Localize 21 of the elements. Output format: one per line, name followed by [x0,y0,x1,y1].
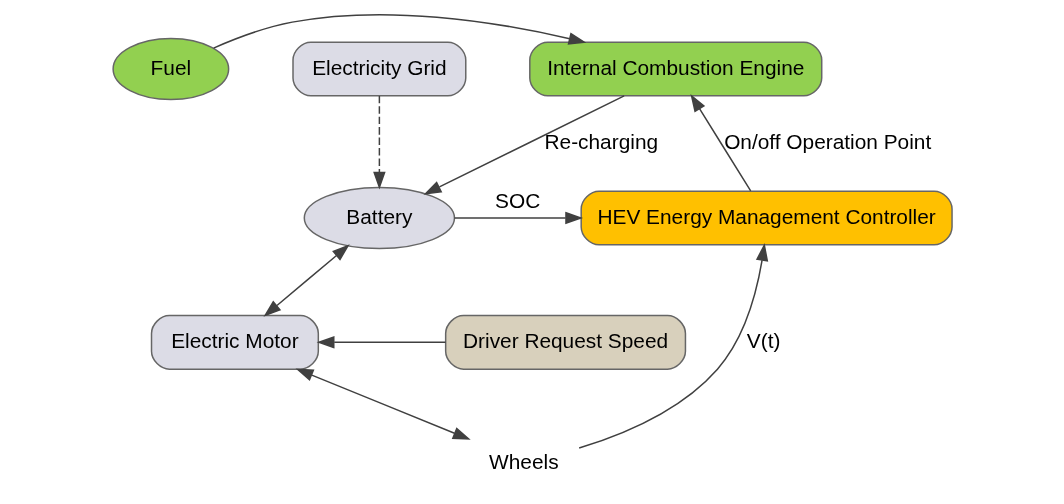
node-box: Driver Request Speed [444,314,686,370]
node-ellipse: Fuel [111,37,229,101]
node-box: Electricity Grid [291,41,466,97]
node-box: HEV Energy Management Controller [579,190,953,246]
node-box: Internal Combustion Engine [528,41,822,97]
edge-label: On/off Operation Point [723,130,931,154]
arrow [453,211,583,225]
arrow [577,243,768,449]
arrow [316,336,446,349]
arrow [689,94,751,192]
node-text: Wheels [488,449,559,473]
arrow [372,95,386,190]
arrow [423,95,625,195]
arrow [212,13,586,49]
arrow [263,244,350,317]
edge-label: V(t) [746,328,780,352]
node-box: Electric Motor [150,314,319,370]
edge-label: Re-charging [544,130,658,154]
arrow [295,368,471,440]
edge-label: SOC [494,188,540,212]
node-ellipse: Battery [303,186,455,250]
